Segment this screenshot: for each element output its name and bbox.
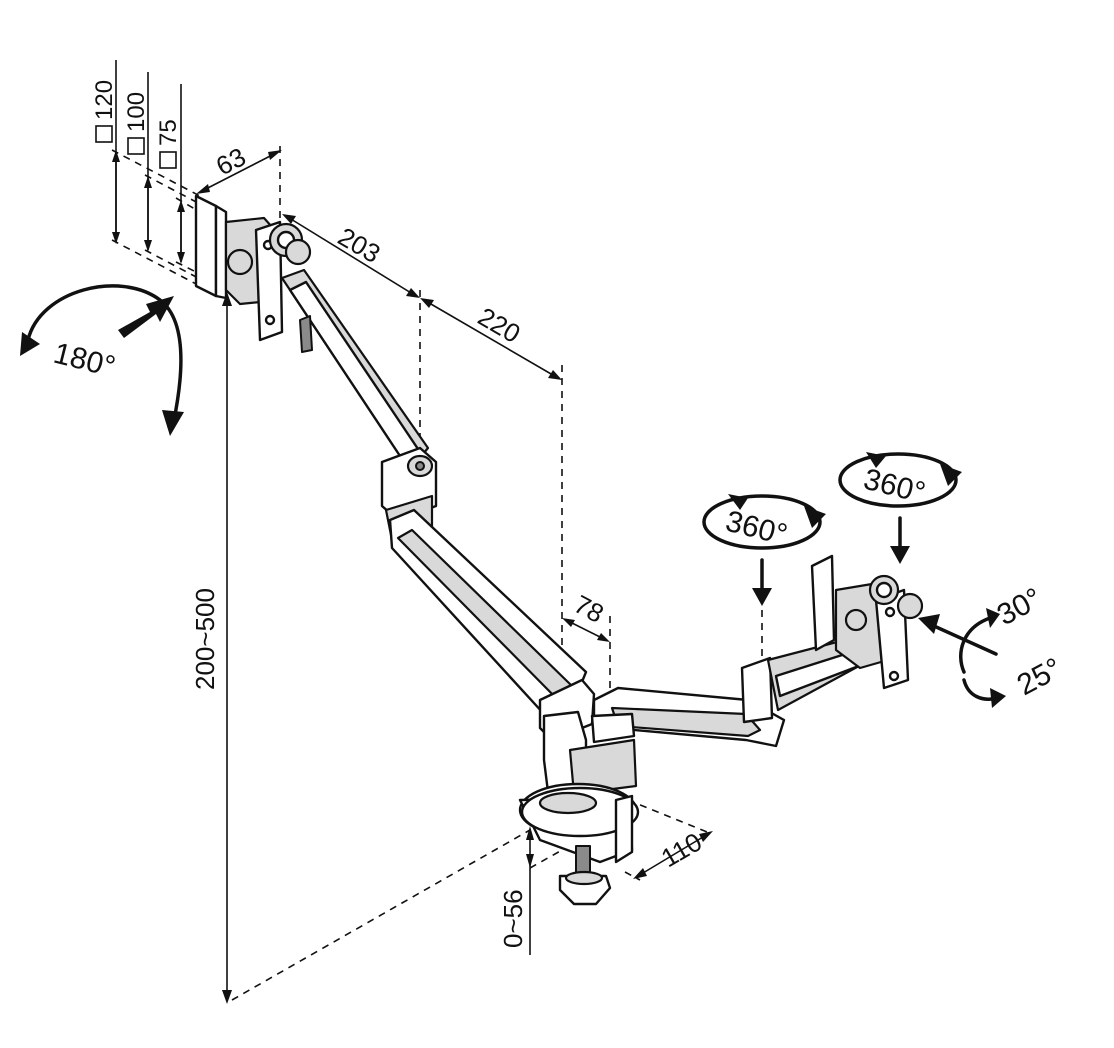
- dimension-label-height: 200~500: [190, 588, 220, 690]
- angle-label-25: 25°: [1012, 652, 1068, 702]
- vesa-label-120: 120: [91, 80, 118, 120]
- dimension-label-203: 203: [333, 221, 386, 269]
- forearm: [388, 508, 596, 742]
- swivel-arrow-right: [838, 452, 962, 564]
- dimension-label-220: 220: [473, 301, 526, 349]
- rotation-arrow-180: [20, 284, 184, 436]
- dimension-lines: [111, 60, 713, 1004]
- swivel-arrow-left: [702, 494, 826, 662]
- dimension-label-clamp-thickness: 0~56: [498, 889, 528, 948]
- mount-base: [518, 710, 640, 906]
- angle-label-180: 180°: [50, 337, 118, 384]
- upper-arm: [280, 268, 438, 542]
- dimension-label-110: 110: [656, 826, 707, 873]
- vesa-label-100: 100: [123, 92, 150, 132]
- dimension-label-78: 78: [569, 589, 609, 629]
- right-arm: [590, 554, 924, 748]
- dimension-label-63: 63: [211, 141, 250, 181]
- vesa-label-75: 75: [155, 119, 182, 146]
- angle-label-30: 30°: [992, 582, 1048, 632]
- left-vesa-plate: [194, 194, 312, 342]
- tilt-arrows: [918, 608, 1006, 708]
